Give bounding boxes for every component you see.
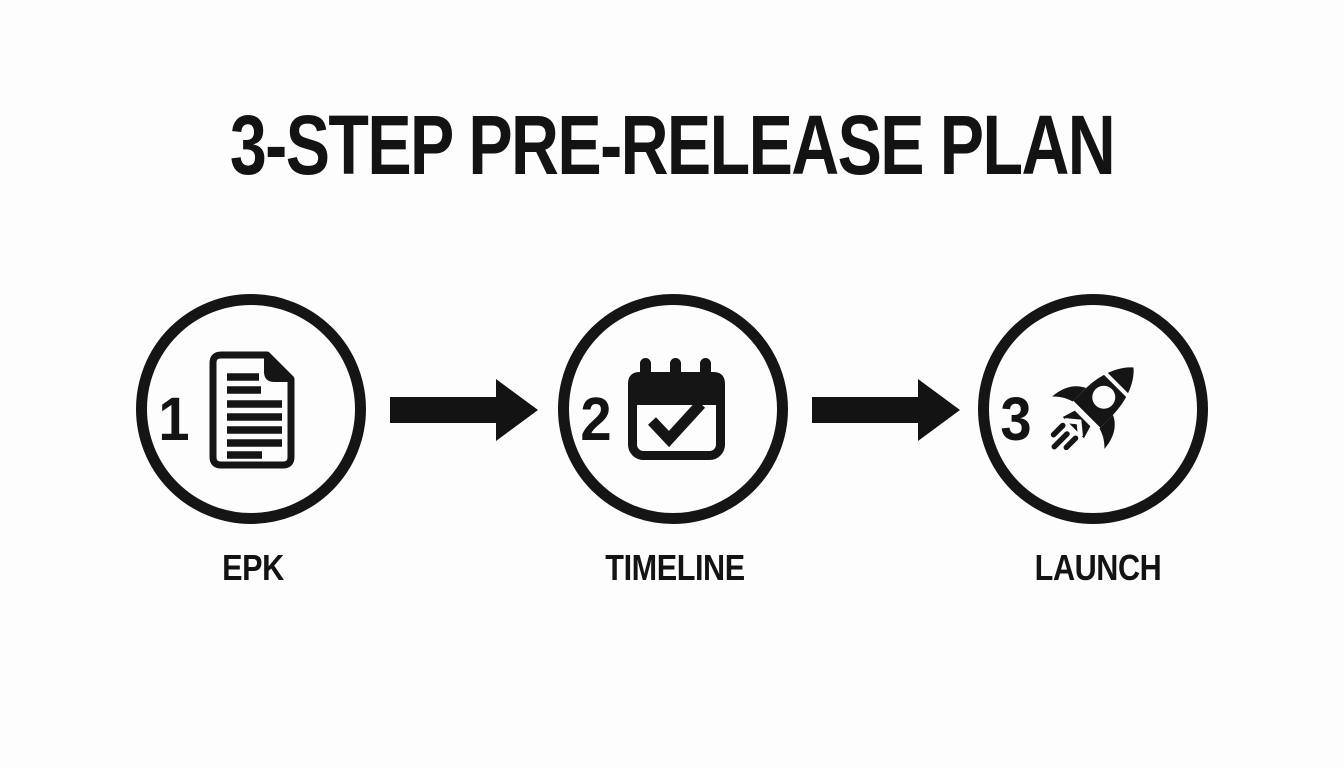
step-number-3: 3	[1000, 385, 1032, 453]
rocket-icon	[1050, 367, 1134, 451]
step-label-launch: LAUNCH	[1034, 547, 1162, 588]
step-circle-timeline: 2	[558, 294, 788, 524]
step-number-2: 2	[580, 385, 612, 453]
step-circle-launch: 3	[978, 294, 1208, 524]
step-number-1: 1	[158, 385, 190, 453]
arrow-right-icon	[390, 379, 538, 441]
step-label-timeline: TIMELINE	[605, 547, 745, 588]
document-icon	[209, 351, 295, 469]
step-circle-epk: 1	[136, 294, 366, 524]
step-label-epk: EPK	[222, 547, 284, 588]
diagram-title: 3-STEP PRE-RELEASE PLAN	[229, 98, 1116, 192]
arrow-right-icon	[812, 379, 960, 441]
calendar-check-icon	[628, 358, 725, 460]
